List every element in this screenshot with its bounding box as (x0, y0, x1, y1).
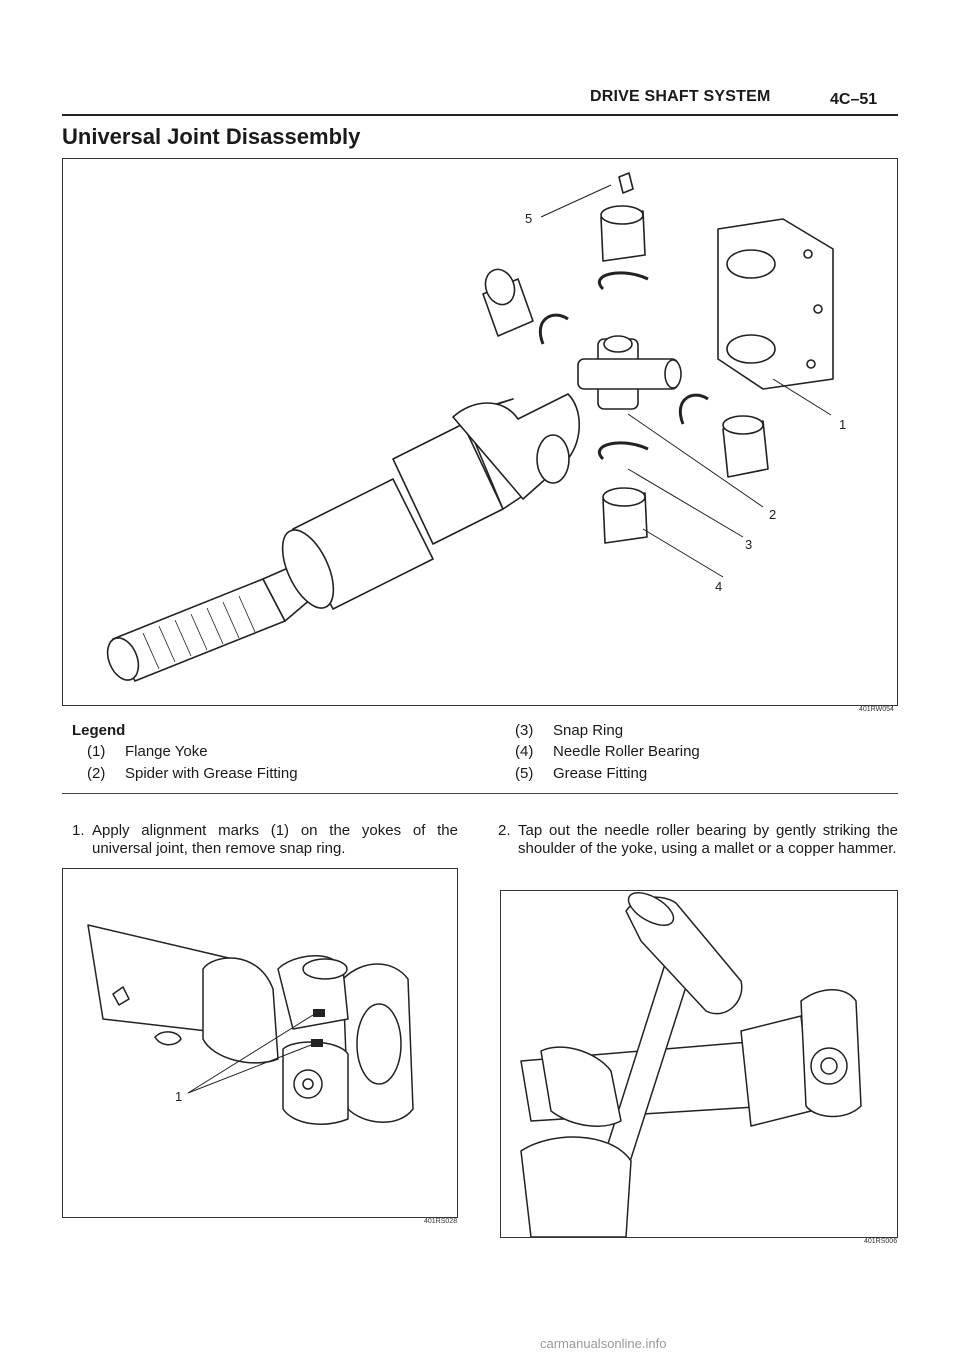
alignment-callout-1: 1 (175, 1089, 182, 1104)
page-title: Universal Joint Disassembly (62, 124, 361, 149)
step-2: 2.Tap out the needle roller bearing by g… (498, 822, 898, 857)
callout-3: 3 (745, 537, 752, 552)
legend-item: (2)Spider with Grease Fitting (87, 765, 298, 782)
legend-item: (3)Snap Ring (515, 722, 624, 739)
exploded-view-illustration: 5 1 2 3 4 (106, 172, 846, 682)
header-rule (62, 114, 898, 116)
page-number: 4C–51 (830, 91, 878, 108)
spider (577, 335, 682, 410)
legend-item: (5)Grease Fitting (515, 765, 648, 782)
legend-title: Legend (72, 722, 126, 739)
needle-roller-bearing (482, 205, 769, 544)
hand (520, 1136, 632, 1238)
figure-code: 401RS006 (864, 1238, 898, 1245)
legend-rule (62, 793, 898, 794)
section-title: DRIVE SHAFT SYSTEM (590, 88, 771, 105)
exploded-view-figure: 5 1 2 3 4 (62, 158, 898, 706)
hammer-illustration (520, 891, 862, 1238)
legend-item: (4)Needle Roller Bearing (515, 743, 700, 760)
hand (540, 1046, 622, 1127)
snap-ring (538, 271, 709, 461)
step-2-figure (500, 890, 898, 1238)
figure-code: 401RW054 (859, 706, 894, 713)
step-1-figure: 1 (62, 868, 458, 1218)
legend-item: (1)Flange Yoke (87, 743, 208, 760)
figure-code: 401RS028 (424, 1218, 458, 1225)
grease-fitting (618, 172, 634, 194)
alignment-marks-illustration: 1 (87, 924, 414, 1125)
callout-4: 4 (715, 579, 722, 594)
callout-1: 1 (839, 417, 846, 432)
step-1: 1.Apply alignment marks (1) on the yokes… (72, 822, 458, 857)
callout-5: 5 (525, 211, 532, 226)
callout-2: 2 (769, 507, 776, 522)
footer-watermark: carmanualsonline.info (540, 1336, 667, 1351)
